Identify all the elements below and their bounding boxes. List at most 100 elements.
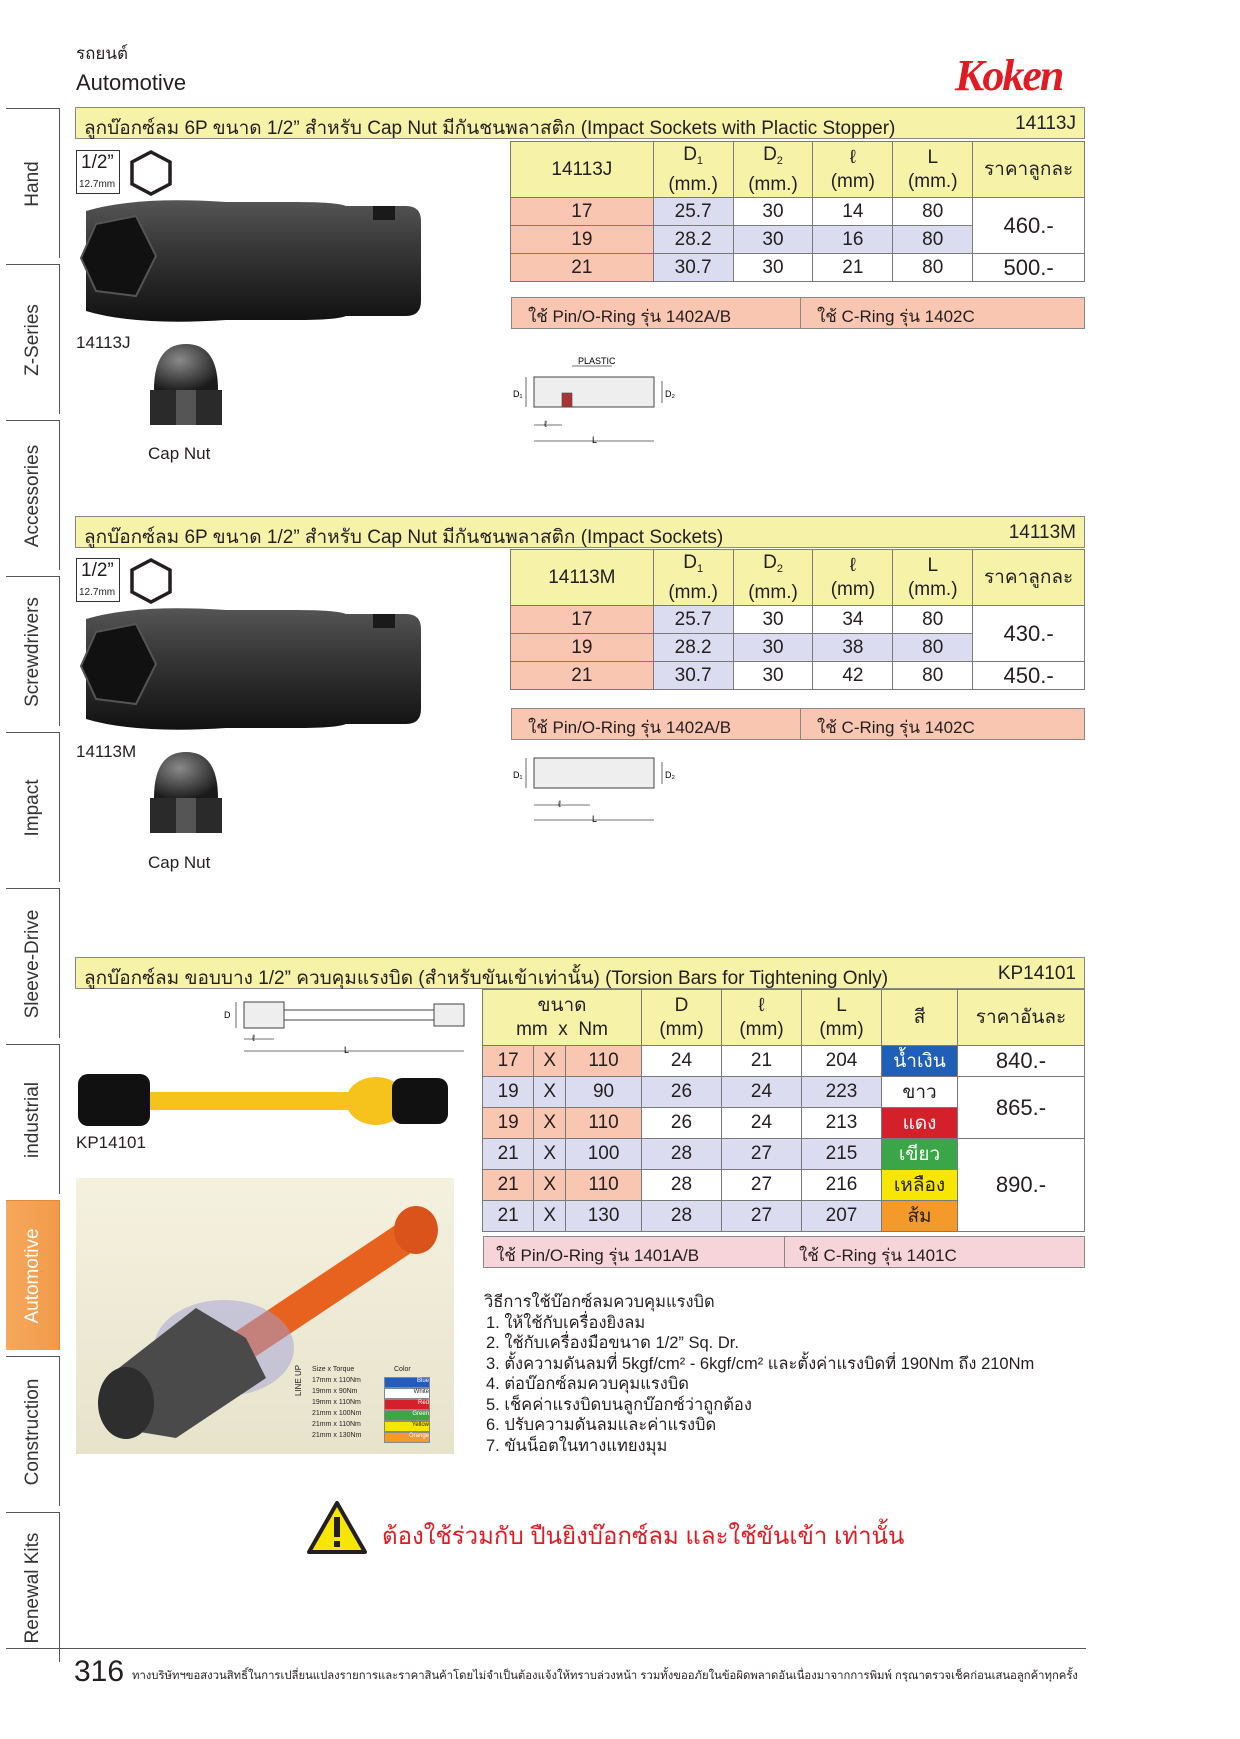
cell-l: 24 [721, 1076, 802, 1108]
cell-l: 213 [801, 1107, 882, 1139]
price-cell: 450.- [972, 661, 1085, 690]
side-tab-accessories[interactable]: Accessories [6, 420, 60, 570]
hexagon-icon [130, 558, 172, 604]
cell-nm: 110 [565, 1107, 642, 1139]
l-small-label: ℓ [252, 1033, 256, 1043]
torsion-bar-render-graphic [98, 1206, 438, 1439]
side-tab-renewal-kits[interactable]: Renewal Kits [6, 1512, 60, 1662]
col-l-small: ℓ(mm) [721, 989, 802, 1046]
category-english: Automotive [76, 70, 187, 95]
lineup-color-swatch: Red [384, 1399, 430, 1410]
section-code: KP14101 [997, 963, 1076, 984]
cell-mm: 21 [481, 1169, 535, 1201]
d-label: D [224, 1010, 231, 1020]
lineup-size: 21mm x 100Nm [312, 1410, 362, 1417]
side-tab-hand[interactable]: Hand [6, 108, 60, 258]
page-number: 316 [74, 1655, 125, 1688]
cell-nm: 110 [565, 1045, 642, 1077]
cell-mm: 17 [481, 1045, 535, 1077]
lineup-color-head: Color [394, 1366, 411, 1373]
product-label: KP14101 [76, 1133, 146, 1152]
section-title: ลูกบ๊อกซ์ลม ขอบบาง 1/2” ควบคุมแรงบิด (สำ… [84, 968, 889, 989]
side-tab-screwdrivers[interactable]: Screwdrivers [6, 576, 60, 726]
d2-label: D₂ [665, 389, 675, 399]
warning-icon [307, 1501, 367, 1554]
hexagon-icon [130, 150, 172, 196]
price-cell: 460.- [972, 197, 1085, 254]
cell-l: 223 [801, 1076, 882, 1108]
drive-size-mm: 12.7mm [79, 179, 116, 190]
side-tab-label: Hand [21, 160, 43, 207]
torsion-bar-image [78, 1074, 448, 1126]
cell-x: X [533, 1076, 567, 1108]
side-tab-industrial[interactable]: industrial [6, 1044, 60, 1194]
side-tab-sleeve-drive[interactable]: Sleeve-Drive [6, 888, 60, 1038]
side-tab-impact[interactable]: Impact [6, 732, 60, 882]
ring-info-bar: ใช้ Pin/O-Ring รุ่น 1402A/B ใช้ C-Ring ร… [511, 708, 1085, 740]
lineup-color-swatch: White [384, 1388, 430, 1399]
cap-nut-label: Cap Nut [148, 853, 211, 872]
lineup-color-swatch: Yellow [384, 1421, 430, 1432]
cell-x: X [533, 1138, 567, 1170]
side-tab-label: Accessories [21, 444, 43, 547]
col-d2: D2(mm.) [732, 141, 814, 198]
drive-size-box: 1/2” 12.7mm [76, 150, 120, 194]
section-title-bar: ลูกบ๊อกซ์ลม 6P ขนาด 1/2” สำหรับ Cap Nut … [75, 516, 1085, 548]
usage-step: 1. ให้ใช้กับเครื่องยิงลม [486, 1313, 646, 1332]
col-model: 14113M [510, 549, 654, 606]
cell-l: 215 [801, 1138, 882, 1170]
col-d: D(mm) [641, 989, 722, 1046]
section-title: ลูกบ๊อกซ์ลม 6P ขนาด 1/2” สำหรับ Cap Nut … [84, 527, 724, 548]
spec-table-14113j: 14113J D1(mm.) D2(mm.) ℓ(mm) L(mm.) ราคา… [510, 141, 1085, 282]
cell-l: 27 [721, 1138, 802, 1170]
side-tab-label: Z-Series [21, 303, 43, 376]
price-cell: 865.- [957, 1076, 1085, 1139]
usage-step: 2. ใช้กับเครื่องมือขนาด 1/2” Sq. Dr. [486, 1334, 739, 1352]
cell-nm: 100 [565, 1138, 642, 1170]
side-tab-label: Construction [21, 1378, 43, 1485]
color-cell: น้ำเงิน [881, 1045, 958, 1077]
usage-step: 7. ขันน็อตในทางแทยงมุม [486, 1436, 668, 1455]
price-cell: 840.- [957, 1045, 1085, 1077]
pin-oring-info: ใช้ Pin/O-Ring รุ่น 1402A/B [528, 718, 732, 737]
side-tab-label: Impact [21, 778, 43, 837]
d1-label: D₁ [513, 389, 523, 399]
col-model: 14113J [510, 141, 654, 198]
cell-mm: 21 [481, 1200, 535, 1232]
pin-oring-info: ใช้ Pin/O-Ring รุ่น 1401A/B [496, 1246, 700, 1265]
usage-title: วิธีการใช้บ๊อกซ์ลมควบคุมแรงบิด [484, 1293, 715, 1311]
cell-x: X [533, 1200, 567, 1232]
socket-14113m-image [79, 608, 421, 730]
side-tab-construction[interactable]: Construction [6, 1356, 60, 1506]
spec-table-14113m: 14113M D1(mm.) D2(mm.) ℓ(mm) L(mm.) ราคา… [510, 549, 1085, 690]
pin-oring-info: ใช้ Pin/O-Ring รุ่น 1402A/B [528, 307, 732, 326]
l-label: L [592, 435, 597, 445]
lineup-size: 21mm x 130Nm [312, 1432, 362, 1439]
cell-d: 28 [641, 1169, 722, 1201]
cell-d: 28 [641, 1138, 722, 1170]
cell-l: 21 [721, 1045, 802, 1077]
color-cell: เหลือง [881, 1169, 958, 1201]
footer-disclaimer: ทางบริษัทฯขอสงวนสิทธิ์ในการเปลี่ยนแปลงรา… [132, 1670, 1078, 1682]
lineup-size: 21mm x 110Nm [312, 1421, 361, 1428]
usage-step: 6. ปรับความดันลมและค่าแรงบิด [486, 1416, 717, 1434]
cell-nm: 110 [565, 1169, 642, 1201]
footer-divider [6, 1648, 1086, 1649]
cap-nut-image [150, 752, 222, 833]
drive-size: 1/2” [81, 152, 114, 173]
section-code: 14113J [1015, 113, 1076, 134]
c-ring-info: ใช้ C-Ring รุ่น 1401C [799, 1246, 957, 1265]
side-tab-automotive[interactable]: Automotive [6, 1200, 60, 1350]
cell-mm: 19 [481, 1076, 535, 1108]
col-l: L(mm.) [892, 141, 974, 198]
usage-step: 3. ตั้งความดันลมที่ 5kgf/cm² - 6kgf/cm² … [486, 1354, 1035, 1373]
side-tab-z-series[interactable]: Z-Series [6, 264, 60, 414]
lineup-side-label: LINE UP [294, 1364, 303, 1396]
color-cell: ส้ม [881, 1200, 958, 1232]
side-tab-label: Screwdrivers [21, 596, 43, 707]
col-price: ราคาลูกละ [972, 549, 1085, 606]
